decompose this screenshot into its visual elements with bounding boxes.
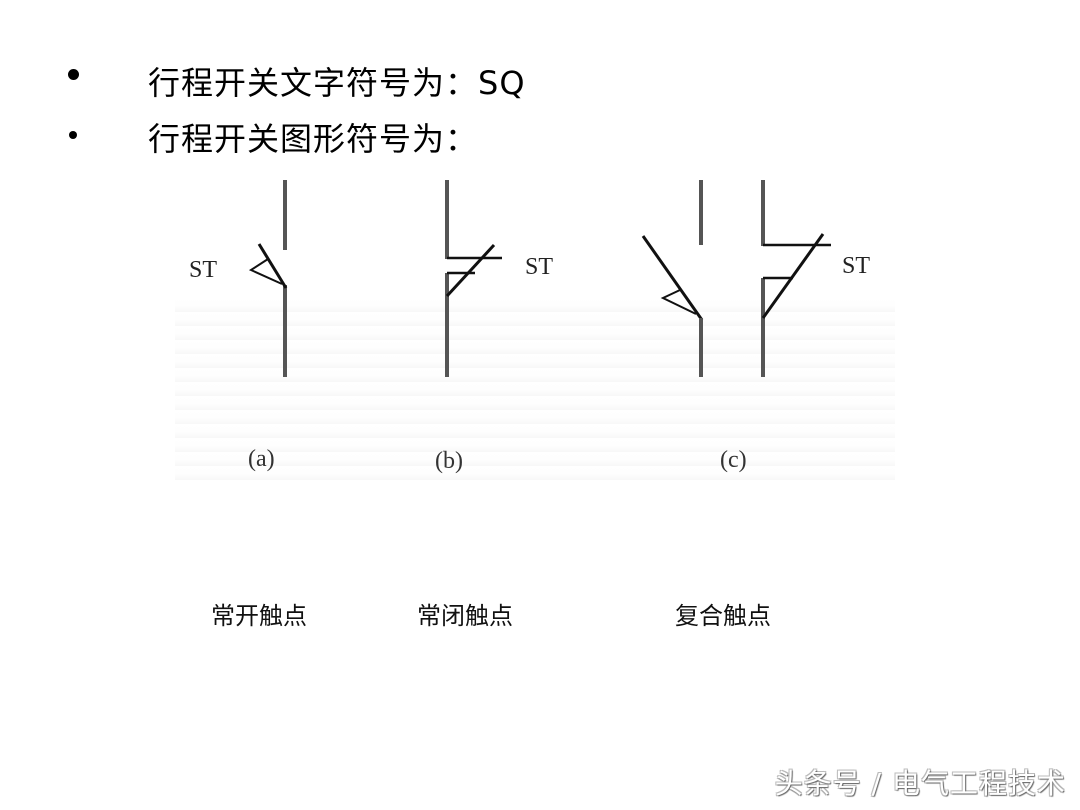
bullet-dot-2 [69, 131, 77, 139]
symbol-label-b: ST [525, 254, 554, 280]
composite-nc-part [761, 180, 831, 377]
symbol-label-c: ST [842, 253, 871, 279]
normally-closed-symbol [445, 180, 502, 377]
caption-normally-open: 常开触点 [211, 602, 307, 630]
caption-composite: 复合触点 [675, 602, 771, 630]
composite-no-part [641, 180, 704, 377]
bullet-text-1: 行程开关文字符号为：SQ [148, 64, 526, 102]
figure-label-c: (c) [720, 447, 747, 473]
watermark: 头条号 / 电气工程技术 [774, 767, 1066, 800]
figure-label-b: (b) [435, 448, 463, 474]
figure-label-a: (a) [248, 446, 275, 472]
symbols-svg [248, 180, 831, 377]
limit-switch-symbols-diagram: ST ST ST (a) (b) (c) [170, 170, 900, 490]
normally-open-symbol [248, 180, 288, 377]
bullet-text-2: 行程开关图形符号为： [148, 120, 479, 158]
symbol-label-a: ST [189, 257, 218, 283]
caption-normally-closed: 常闭触点 [417, 602, 513, 630]
bullet-dot-1 [68, 69, 79, 80]
